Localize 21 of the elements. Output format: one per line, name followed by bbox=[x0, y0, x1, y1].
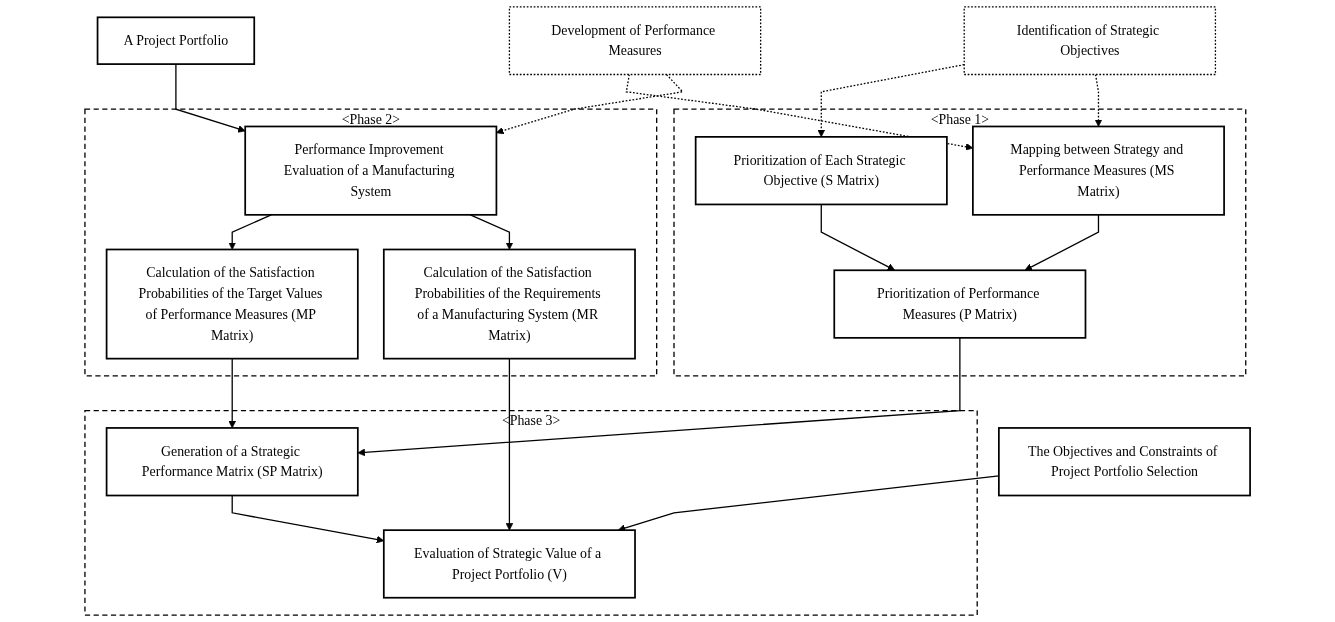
node-box: Calculation of the Satisfaction Probabilities of the Requirements of a Manufacturing System (MR Matrix) bbox=[382, 248, 636, 360]
node-box: Evaluation of Strategic Value of a Project Portfolio (V) bbox=[382, 529, 636, 599]
arrow bbox=[175, 63, 246, 133]
arrow bbox=[505, 358, 514, 531]
node-box: A Project Portfolio bbox=[96, 16, 256, 65]
node-box: Identification of Strategic Objectives bbox=[963, 6, 1217, 76]
node-box: Prioritization of Each Strategic Objective (S Matrix) bbox=[694, 136, 948, 206]
arrow bbox=[228, 358, 236, 429]
node-box: Prioritization of Performance Measures (P Matrix) bbox=[833, 269, 1087, 339]
arrow bbox=[228, 214, 272, 250]
node-box: The Objectives and Constraints of Project Portfolio Selection bbox=[997, 427, 1251, 497]
arrow bbox=[357, 337, 961, 457]
node-box: Generation of a Strategic Performance Matrix (SP Matrix) bbox=[105, 427, 359, 497]
arrow bbox=[1024, 214, 1100, 271]
arrow bbox=[1094, 73, 1103, 127]
arrow bbox=[820, 203, 896, 271]
node-box: Calculation of the Satisfaction Probabilities of the Target Values of Performance Measures (MP Matrix) bbox=[105, 248, 359, 360]
arrow bbox=[496, 73, 684, 135]
node-box: Development of Performance Measures bbox=[508, 6, 762, 76]
node-box: Mapping between Strategy and Performance Measures (MS Matrix) bbox=[972, 125, 1225, 216]
node-box: Performance Improvement Evaluation of a Manufacturing System bbox=[244, 125, 498, 216]
